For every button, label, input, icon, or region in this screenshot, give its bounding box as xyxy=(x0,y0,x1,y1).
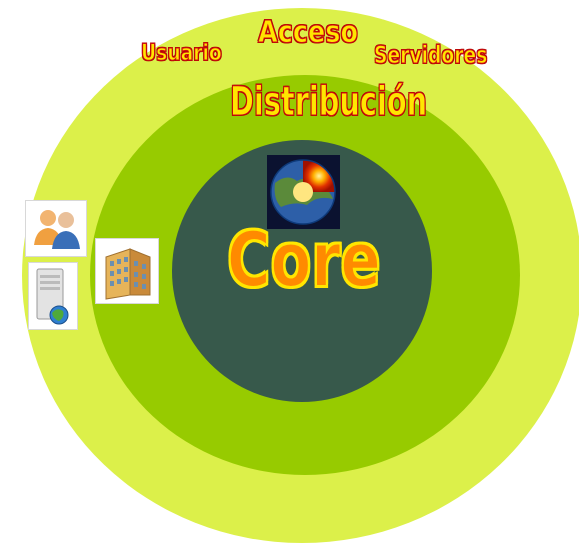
users-icon xyxy=(25,200,87,257)
label-usuario: Usuario xyxy=(141,41,223,66)
label-distribucion: Distribución xyxy=(230,79,428,125)
label-servidores: Servidores xyxy=(374,41,488,69)
server-icon xyxy=(28,262,78,330)
label-core: Core xyxy=(226,215,381,304)
earth-core-icon xyxy=(267,155,340,229)
label-acceso: Acceso xyxy=(258,15,359,50)
building-icon xyxy=(95,238,159,304)
